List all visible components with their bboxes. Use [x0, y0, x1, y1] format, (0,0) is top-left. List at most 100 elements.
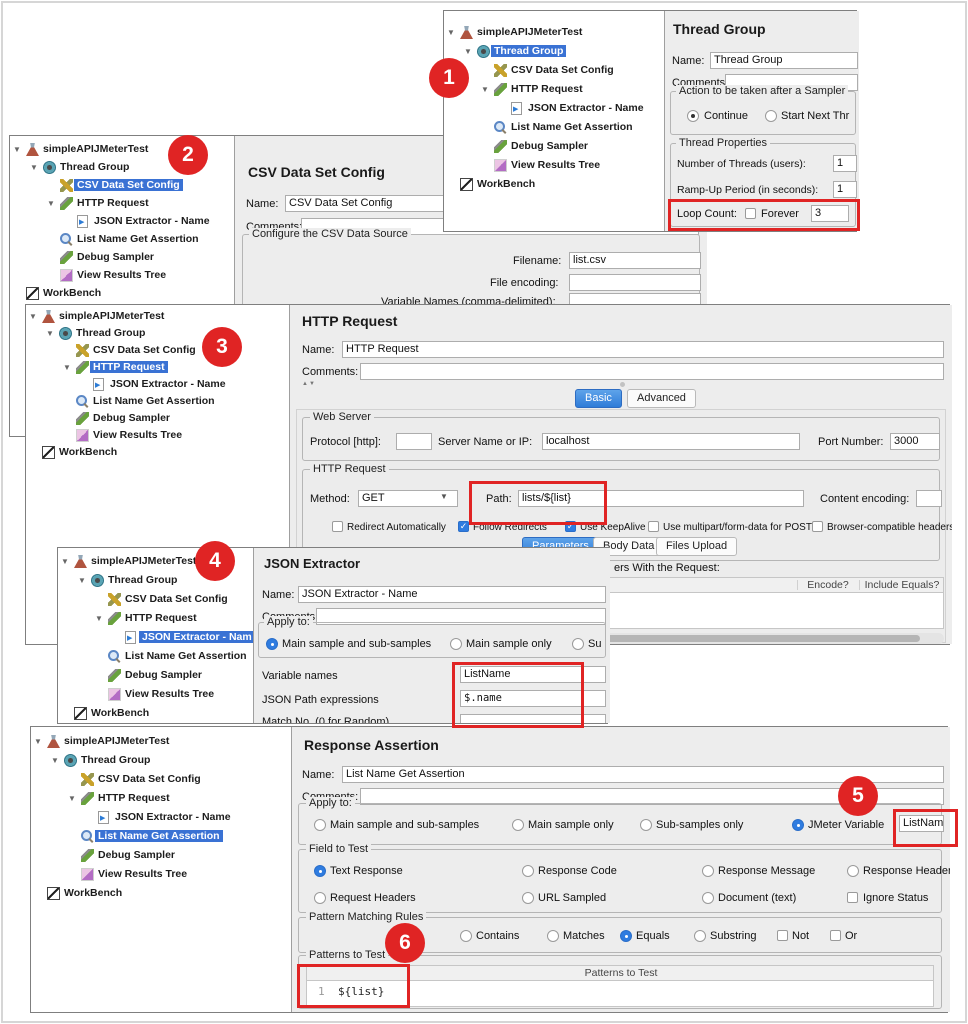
column-divider[interactable] [797, 580, 798, 590]
column-divider[interactable] [859, 580, 860, 590]
tree-item-results-tree[interactable]: View Results Tree [444, 158, 664, 177]
tree-item-json-extractor[interactable]: JSON Extractor - Name [444, 101, 664, 120]
main-only-radio[interactable] [450, 638, 462, 650]
method-select[interactable]: GET [358, 490, 458, 507]
content-encoding-field[interactable] [916, 490, 942, 507]
variable-names-field[interactable]: ListName [460, 666, 606, 683]
name-field[interactable]: List Name Get Assertion [342, 766, 944, 783]
start-next-radio[interactable] [765, 110, 777, 122]
keepalive-checkbox[interactable] [565, 521, 576, 532]
port-field[interactable]: 3000 [890, 433, 940, 450]
name-field[interactable]: JSON Extractor - Name [298, 586, 606, 603]
tree-item-test-plan[interactable]: ▼simpleAPIJMeterTest [26, 309, 289, 326]
comments-field[interactable] [360, 788, 944, 805]
tree-item-json-extractor[interactable]: JSON Extractor - Name [26, 377, 289, 394]
splitter-arrows-icon[interactable]: ▲▼ [302, 381, 316, 387]
tab-basic[interactable]: Basic [575, 389, 622, 408]
tab-files-upload[interactable]: Files Upload [656, 537, 738, 556]
not-checkbox[interactable] [777, 930, 788, 941]
rampup-field[interactable]: 1 [833, 181, 857, 198]
tree-item-thread-group[interactable]: ▼Thread Group [26, 326, 289, 343]
expander-icon[interactable]: ▼ [46, 329, 54, 338]
matches-radio[interactable] [547, 930, 559, 942]
expander-icon[interactable]: ▼ [61, 557, 69, 566]
tree-item-workbench[interactable]: WorkBench [444, 177, 664, 196]
expander-icon[interactable]: ▼ [481, 85, 489, 94]
expander-icon[interactable]: ▼ [68, 794, 76, 803]
text-response-radio[interactable] [314, 865, 326, 877]
expander-icon[interactable]: ▼ [51, 756, 59, 765]
tree-item-workbench[interactable]: WorkBench [26, 445, 289, 462]
server-field[interactable]: localhost [542, 433, 800, 450]
chevron-down-icon[interactable]: ▼ [440, 492, 448, 501]
tree-item-assertion[interactable]: List Name Get Assertion [26, 394, 289, 411]
filename-field[interactable]: list.csv [569, 252, 701, 269]
tree-item-results-tree[interactable]: View Results Tree [58, 687, 253, 706]
main-sub-radio[interactable] [314, 819, 326, 831]
tree-item-assertion[interactable]: List Name Get Assertion [10, 232, 234, 250]
tree-item-results-tree[interactable]: View Results Tree [26, 428, 289, 445]
jmeter-variable-field[interactable]: ListName [899, 815, 944, 832]
protocol-field[interactable] [396, 433, 432, 450]
tree-item-workbench[interactable]: WorkBench [31, 886, 291, 905]
column-include-equals[interactable]: Include Equals? [864, 579, 940, 591]
expander-icon[interactable]: ▼ [29, 312, 37, 321]
tree-item-csv-config[interactable]: CSV Data Set Config [58, 592, 253, 611]
tree-item-results-tree[interactable]: View Results Tree [10, 268, 234, 286]
sub-only-radio[interactable] [572, 638, 584, 650]
expander-icon[interactable]: ▼ [464, 47, 472, 56]
document-text-radio[interactable] [702, 892, 714, 904]
url-sampled-radio[interactable] [522, 892, 534, 904]
tree-item-assertion[interactable]: List Name Get Assertion [58, 649, 253, 668]
tree-item-http-request[interactable]: ▼HTTP Request [26, 360, 289, 377]
column-encode[interactable]: Encode? [807, 579, 849, 591]
comments-field[interactable] [360, 363, 944, 380]
tree-item-test-plan[interactable]: ▼simpleAPIJMeterTest [31, 734, 291, 753]
tree-item-debug-sampler[interactable]: Debug Sampler [444, 139, 664, 158]
response-headers-radio[interactable] [847, 865, 859, 877]
tree-item-thread-group[interactable]: ▼Thread Group [31, 753, 291, 772]
expander-icon[interactable]: ▼ [78, 576, 86, 585]
tree-item-http-request[interactable]: ▼HTTP Request [31, 791, 291, 810]
patterns-table-body[interactable] [306, 981, 934, 1007]
jsonpath-field[interactable]: $.name [460, 690, 606, 707]
tree-item-csv-config[interactable]: CSV Data Set Config [444, 63, 664, 82]
tree-item-test-plan[interactable]: ▼simpleAPIJMeterTest [444, 25, 664, 44]
comments-field[interactable] [316, 608, 606, 625]
tree-item-thread-group[interactable]: ▼Thread Group [10, 160, 234, 178]
tree-item-assertion[interactable]: List Name Get Assertion [444, 120, 664, 139]
expander-icon[interactable]: ▼ [34, 737, 42, 746]
tree-item-debug-sampler[interactable]: Debug Sampler [58, 668, 253, 687]
expander-icon[interactable]: ▼ [447, 28, 455, 37]
tree-item-workbench[interactable]: WorkBench [10, 286, 234, 304]
match-no-field[interactable] [460, 714, 606, 723]
contains-radio[interactable] [460, 930, 472, 942]
response-message-radio[interactable] [702, 865, 714, 877]
follow-redirects-checkbox[interactable] [458, 521, 469, 532]
tree-item-json-extractor[interactable]: JSON Extractor - Name [31, 810, 291, 829]
tree-item-thread-group[interactable]: ▼Thread Group [58, 573, 253, 592]
equals-radio[interactable] [620, 930, 632, 942]
tree-item-json-extractor[interactable]: JSON Extractor - Nam [58, 630, 253, 649]
ignore-status-checkbox[interactable] [847, 892, 858, 903]
forever-checkbox[interactable] [745, 208, 756, 219]
expander-icon[interactable]: ▼ [47, 199, 55, 208]
expander-icon[interactable]: ▼ [63, 363, 71, 372]
tree-item-csv-config[interactable]: CSV Data Set Config [10, 178, 234, 196]
tree-item-test-plan[interactable]: ▼simpleAPIJMeterTest [58, 554, 253, 573]
multipart-checkbox[interactable] [648, 521, 659, 532]
num-threads-field[interactable]: 1 [833, 155, 857, 172]
main-only-radio[interactable] [512, 819, 524, 831]
request-headers-radio[interactable] [314, 892, 326, 904]
response-code-radio[interactable] [522, 865, 534, 877]
redirect-auto-checkbox[interactable] [332, 521, 343, 532]
pattern-row-value[interactable]: ${list} [338, 985, 385, 998]
jmeter-variable-radio[interactable] [792, 819, 804, 831]
continue-radio[interactable] [687, 110, 699, 122]
tree-item-test-plan[interactable]: ▼simpleAPIJMeterTest [10, 142, 234, 160]
main-sub-radio[interactable] [266, 638, 278, 650]
substring-radio[interactable] [694, 930, 706, 942]
expander-icon[interactable]: ▼ [30, 163, 38, 172]
tree-item-csv-config[interactable]: CSV Data Set Config [31, 772, 291, 791]
tree-item-http-request[interactable]: ▼HTTP Request [444, 82, 664, 101]
